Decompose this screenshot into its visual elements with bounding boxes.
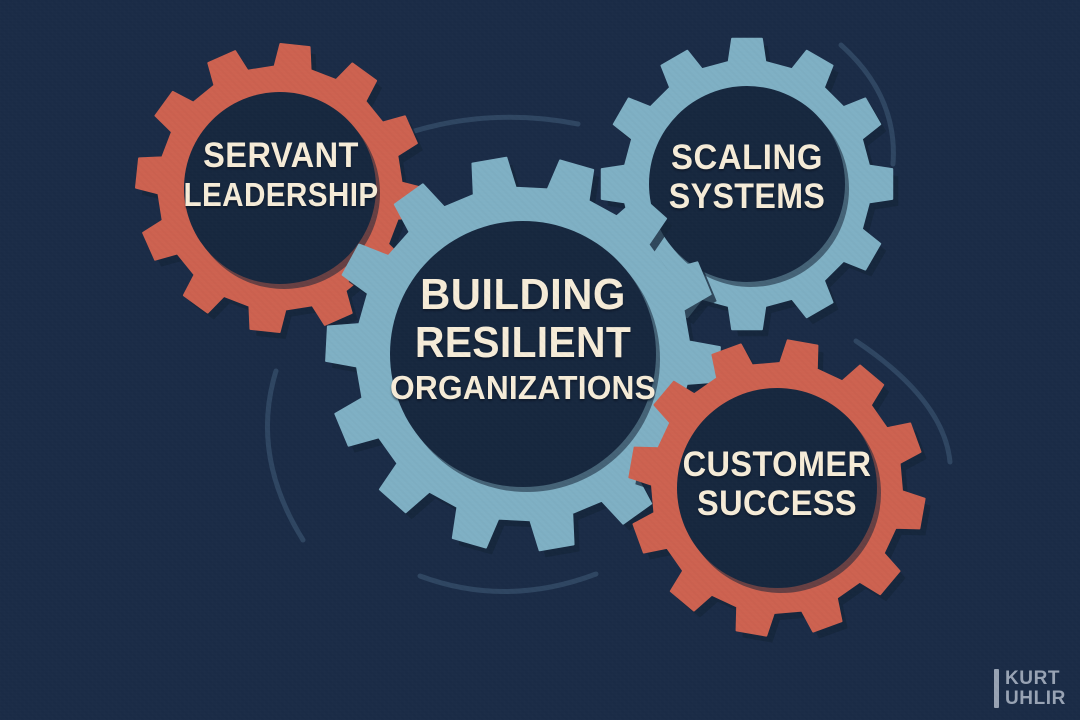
gear-building-resilient-organizations (325, 156, 726, 558)
watermark-text: KURT UHLIR (1005, 669, 1066, 708)
gear-hub (390, 221, 656, 487)
arc-top-right-decoration (838, 42, 896, 167)
gear-scaling-systems (600, 37, 899, 337)
gear-hub (649, 86, 845, 282)
gears-layer (135, 37, 931, 643)
watermark-line-2: UHLIR (1004, 687, 1066, 709)
gear-customer-success (628, 339, 931, 643)
arc-top-center-decoration (405, 114, 581, 136)
watermark-bar (993, 669, 999, 708)
arc-left-lower-decoration (265, 368, 306, 543)
arc-bottom-center-decoration (417, 571, 599, 594)
watermark-kurt-uhlir: KURT UHLIR (993, 669, 1066, 708)
arc-right-lower-decoration (853, 338, 953, 465)
gear-hub (677, 388, 877, 588)
gear-hub (184, 92, 376, 284)
watermark-line-1: KURT (1004, 668, 1061, 690)
motion-arcs-layer (265, 42, 953, 594)
